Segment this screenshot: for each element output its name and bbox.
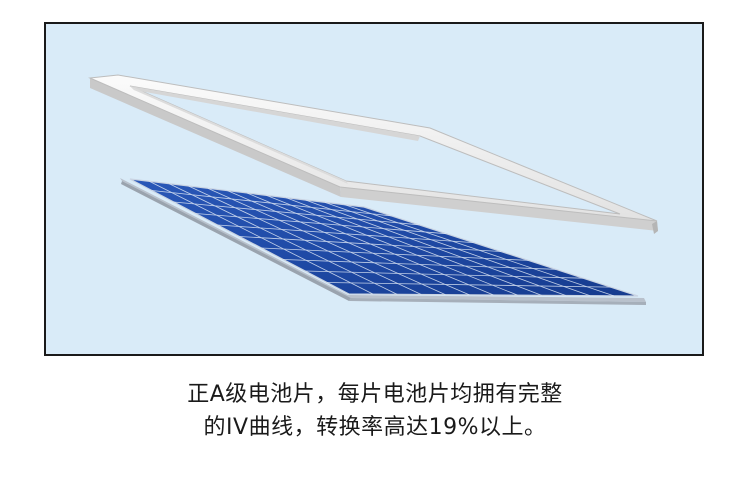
- cell-grid-line: [168, 183, 398, 295]
- cell-grid-line: [207, 187, 446, 296]
- aluminium-frame: [88, 74, 658, 234]
- cell-grid-line: [285, 197, 542, 296]
- cell-grid-line: [344, 204, 615, 297]
- cell-grid-line: [188, 185, 422, 295]
- cell-grid-line: [266, 194, 518, 296]
- caption-line-1: 正A级电池片，每片电池片均拥有完整: [187, 382, 563, 407]
- cell-grid-line: [149, 180, 374, 295]
- caption-line-2: 的IV曲线，转换率高达19%以上。: [203, 415, 547, 440]
- illustration-panel: [44, 22, 704, 356]
- solar-panel-illustration: [88, 74, 658, 305]
- cell-grid-line: [246, 192, 494, 296]
- solar-cell-sheet: [120, 178, 646, 305]
- caption: 正A级电池片，每片电池片均拥有完整 的IV曲线，转换率高达19%以上。: [0, 378, 750, 444]
- cell-grid-line: [227, 190, 470, 296]
- cell-grid-line: [324, 201, 590, 297]
- cell-grid-line: [305, 199, 566, 296]
